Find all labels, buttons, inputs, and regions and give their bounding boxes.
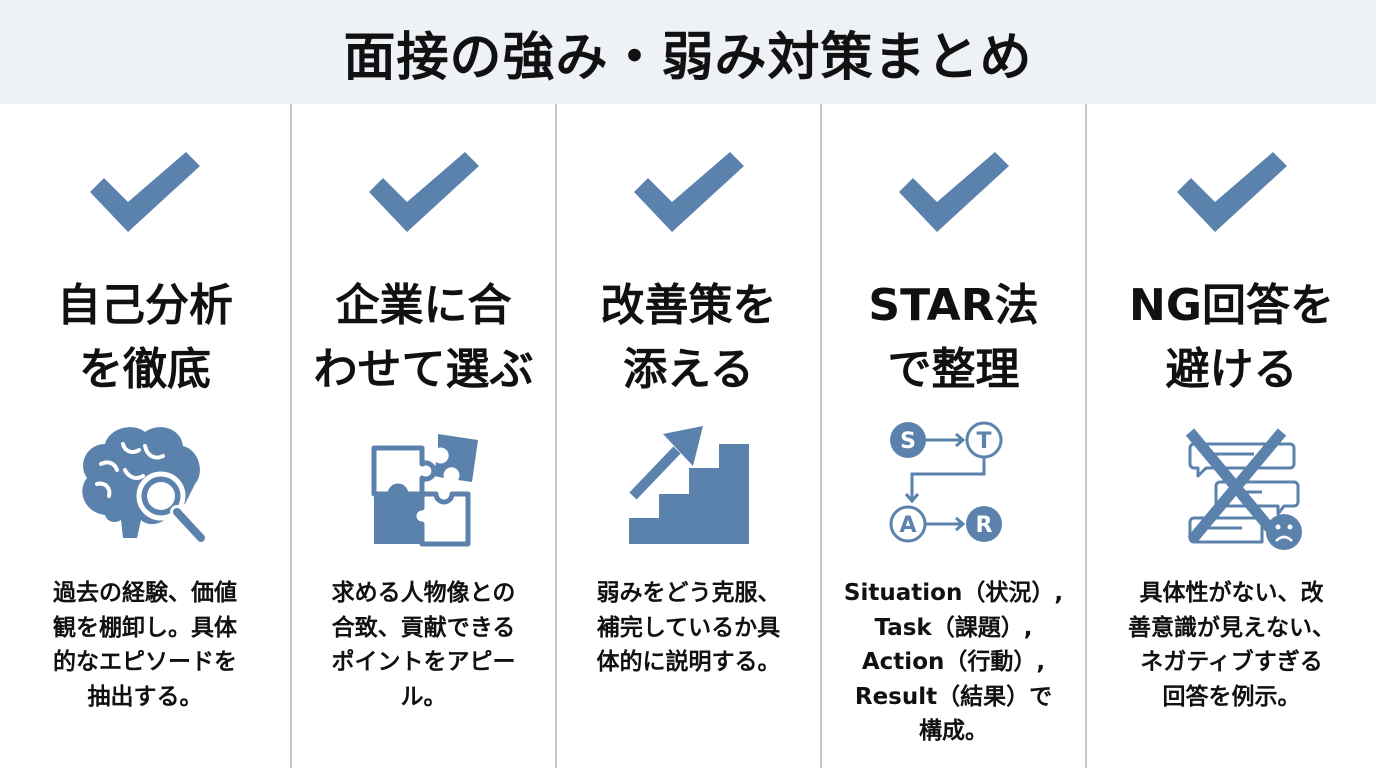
check-icon	[898, 152, 1009, 232]
tip-heading: STAR法 で整理	[868, 280, 1039, 395]
tip-description: 弱みをどう克服、 補完しているか具 体的に説明する。	[596, 580, 781, 675]
star-flow-icon: S T A R	[889, 421, 1002, 543]
tip-description: Situation（状況）, Task（課題）, Action（行動）, Res…	[843, 580, 1064, 744]
tip-column-company-fit: 企業に合 わせて選ぶ 求める人物像との 合致、貢献できる ポイントをアピー ル。	[292, 104, 557, 768]
tips-columns: 自己分析 を徹底 過去の経験、価値 観を棚卸し。具体 的なエピソードを 抽出する…	[0, 104, 1376, 768]
tip-column-improvement: 改善策を 添える 弱みをどう克服、 補完しているか具 体的に説明する。	[557, 104, 822, 768]
header-banner: 面接の強み・弱み対策まとめ	[0, 0, 1376, 104]
check-icon	[1176, 152, 1287, 232]
tip-column-star-method: STAR法 で整理 S T A R Situation（状況）, Task（課題…	[822, 104, 1087, 768]
tip-heading: 企業に合 わせて選ぶ	[313, 280, 534, 395]
tip-heading: 自己分析 を徹底	[57, 280, 233, 395]
tip-column-self-analysis: 自己分析 を徹底 過去の経験、価値 観を棚卸し。具体 的なエピソードを 抽出する…	[0, 104, 292, 768]
check-icon	[90, 152, 200, 232]
stairs-arrow-icon	[628, 426, 749, 544]
puzzle-icon	[371, 434, 478, 547]
check-icon	[633, 152, 744, 232]
crossed-chat-sad-icon	[1185, 428, 1302, 550]
star-letter-s: S	[900, 429, 916, 454]
star-letter-t: T	[976, 429, 991, 454]
tip-heading: NG回答を 避ける	[1129, 280, 1334, 395]
tip-description: 過去の経験、価値 観を棚卸し。具体 的なエピソードを 抽出する。	[53, 580, 237, 710]
page-title: 面接の強み・弱み対策まとめ	[343, 27, 1033, 88]
tip-heading: 改善策を 添える	[600, 280, 777, 395]
tip-description: 求める人物像との 合致、貢献できる ポイントをアピー ル。	[331, 580, 516, 710]
tip-description: 具体性がない、改 善意識が見えない、 ネガティブすぎる 回答を例示。	[1128, 580, 1335, 710]
star-letter-a: A	[899, 513, 916, 538]
star-letter-r: R	[975, 513, 992, 538]
check-icon	[368, 152, 479, 232]
brain-magnifier-icon	[82, 427, 208, 545]
tip-column-avoid-ng: NG回答を 避ける 具体性がない、改 善意識が見えない、 ネガティブすぎる 回答…	[1087, 104, 1376, 768]
